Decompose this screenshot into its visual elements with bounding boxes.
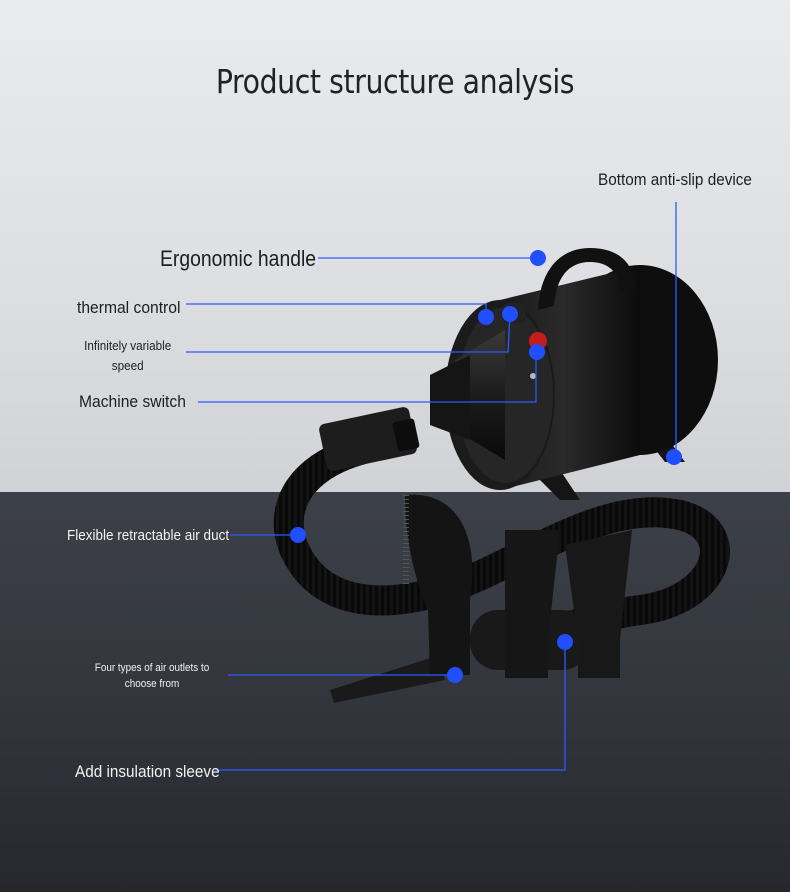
label-variable-speed: Infinitely variable speed xyxy=(84,338,172,373)
label-machine-switch: Machine switch xyxy=(79,392,186,411)
label-ergonomic-handle: Ergonomic handle xyxy=(160,246,317,271)
handle xyxy=(538,248,635,310)
label-thermal-control: thermal control xyxy=(77,298,181,317)
flat-nozzle-1 xyxy=(505,530,560,678)
callout-dot-switch xyxy=(529,344,545,360)
bottom-background xyxy=(0,492,790,892)
callout-dot-thermal xyxy=(478,309,494,325)
callout-dot-sleeve xyxy=(557,634,573,650)
callout-dot-handle xyxy=(530,250,546,266)
callout-dot-outlets xyxy=(447,667,463,683)
flat-nozzle-2 xyxy=(565,530,632,678)
label-bottom-anti-slip: Bottom anti-slip device xyxy=(598,170,752,189)
page-title: Product structure analysis xyxy=(215,62,575,101)
label-insulation-sleeve: Add insulation sleeve xyxy=(75,762,220,781)
callout-lines xyxy=(186,202,677,771)
callout-dot-air-duct xyxy=(290,527,306,543)
comb-attachment xyxy=(405,494,473,675)
label-air-duct: Flexible retractable air duct xyxy=(67,527,230,544)
callout-dot-speed xyxy=(502,306,518,322)
nozzle-tip xyxy=(330,655,445,703)
callout-dot-anti-slip xyxy=(666,449,682,465)
label-air-outlets: Four types of air outlets to choose from xyxy=(94,662,210,690)
